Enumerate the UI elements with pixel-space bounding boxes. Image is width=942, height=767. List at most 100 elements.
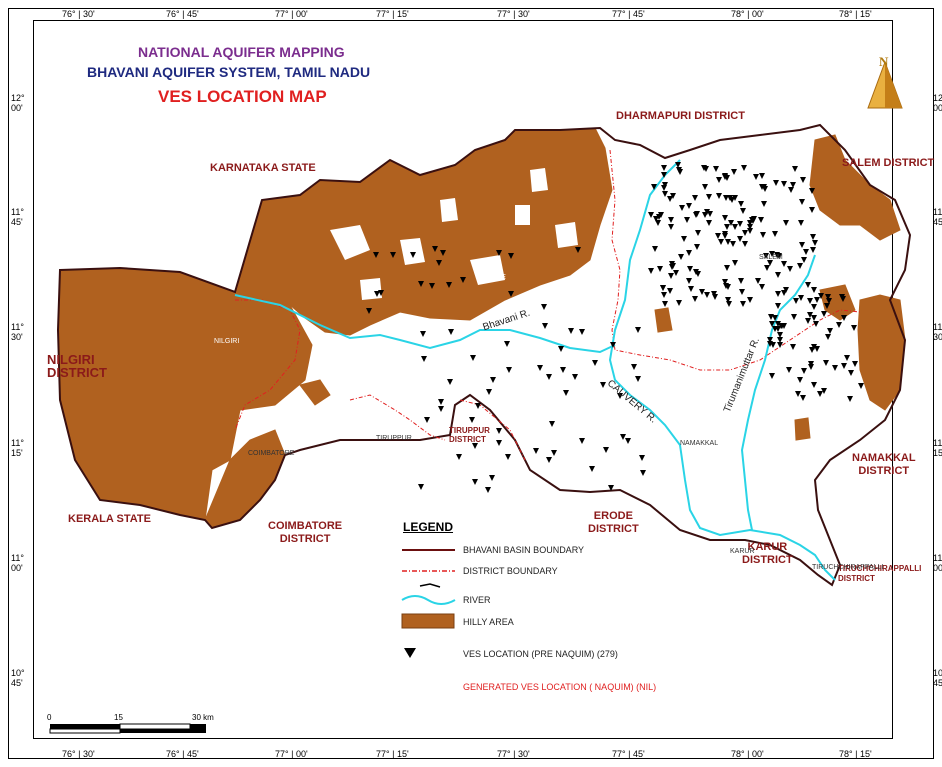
label-coimbatore-district: COIMBATORE DISTRICT (268, 520, 342, 546)
lon-tick: 77° | 15' (376, 9, 409, 19)
ves-triangle (704, 292, 710, 298)
ves-triangle (825, 334, 831, 340)
ves-triangle (786, 367, 792, 373)
ves-triangle (778, 323, 784, 329)
ves-triangle (773, 180, 779, 186)
namakkal-line1: NAMAKKAL (852, 452, 916, 464)
ves-triangle (496, 428, 502, 434)
ves-triangle (730, 241, 736, 247)
ves-triangle (759, 284, 765, 290)
ves-triangle (374, 291, 380, 297)
lon-tick: 77° | 15' (376, 749, 409, 759)
lat-tick: 11°45' (933, 207, 942, 227)
lat-tick: 11°45' (11, 207, 24, 227)
ves-triangle (821, 388, 827, 394)
ves-triangle (639, 455, 645, 461)
ves-triangle (723, 283, 729, 289)
ves-triangle (706, 220, 712, 226)
ves-triangle (438, 406, 444, 412)
scale-label-15: 15 (114, 713, 123, 722)
label-nilgiri-district: NILGIRI DISTRICT (47, 353, 107, 379)
lon-tick: 78° | 00' (731, 9, 764, 19)
ves-triangle (608, 485, 614, 491)
ves-triangle (446, 282, 452, 288)
ves-triangle (792, 166, 798, 172)
ves-triangle (826, 298, 832, 304)
ves-triangle (485, 487, 491, 493)
ves-triangle (767, 260, 773, 266)
ves-triangle (761, 201, 767, 207)
ves-triangle (742, 230, 748, 236)
ves-triangle (795, 391, 801, 397)
legend-label: BHAVANI BASIN BOUNDARY (463, 545, 585, 555)
label-tiruchirappalli-district: TIRUCHCHIRAPPALLI DISTRICT (838, 564, 921, 584)
ves-triangle (797, 377, 803, 383)
ves-triangle (673, 270, 679, 276)
ves-triangle (836, 322, 842, 328)
ves-triangle (723, 195, 729, 201)
ves-triangle (805, 318, 811, 324)
ves-triangle (801, 257, 807, 263)
ves-triangle (797, 263, 803, 269)
ves-triangle (508, 253, 514, 259)
nilgiri-line2: DISTRICT (47, 365, 107, 380)
town-namakkal: NAMAKKAL (680, 440, 719, 447)
ves-triangle (549, 421, 555, 427)
ves-triangle (840, 296, 846, 302)
ves-triangle (579, 329, 585, 335)
ves-triangle (546, 374, 552, 380)
ves-triangle (716, 177, 722, 183)
ves-triangle (787, 266, 793, 272)
ves-triangle (716, 193, 722, 199)
ves-triangle (620, 434, 626, 440)
ves-triangle (738, 201, 744, 207)
ves-triangle (817, 391, 823, 397)
ves-triangle (841, 363, 847, 369)
ves-triangle (695, 230, 701, 236)
ves-triangle (472, 443, 478, 449)
ves-triangle (747, 224, 753, 230)
ves-triangle (655, 220, 661, 226)
town-salem: SALEM (759, 254, 783, 261)
ves-triangle (421, 356, 427, 362)
ves-triangle (648, 268, 654, 274)
ves-triangle (775, 272, 781, 278)
ves-triangle (759, 173, 765, 179)
lat-tick: 11°15' (11, 438, 24, 458)
ves-triangle (728, 220, 734, 226)
ves-triangle (469, 417, 475, 423)
ves-triangle (610, 342, 616, 348)
ves-triangle (772, 231, 778, 237)
ves-triangle (558, 346, 564, 352)
lon-tick: 77° | 00' (275, 9, 308, 19)
lat-tick: 11°00' (11, 553, 24, 573)
ves-triangle (775, 303, 781, 309)
ves-triangle (470, 355, 476, 361)
ves-triangle (424, 417, 430, 423)
ves-triangle (657, 266, 663, 272)
coimbatore-line1: COIMBATORE (268, 520, 343, 532)
ves-triangle (635, 327, 641, 333)
ves-triangle (579, 438, 585, 444)
ves-triangle (810, 234, 816, 240)
legend-item-hilly: HILLY AREA (395, 615, 695, 631)
lon-tick: 77° | 45' (612, 9, 645, 19)
ves-triangle (841, 315, 847, 321)
ves-triangle (790, 182, 796, 188)
lat-tick: 10°45' (933, 668, 942, 688)
ves-triangle (496, 250, 502, 256)
ves-triangle (713, 166, 719, 172)
ves-triangle (617, 393, 623, 399)
ves-triangle (824, 303, 830, 309)
ves-triangle (813, 321, 819, 327)
ves-triangle (847, 396, 853, 402)
ves-triangle (652, 246, 658, 252)
ves-triangle (798, 220, 804, 226)
ves-triangle (825, 294, 831, 300)
ves-triangle (684, 217, 690, 223)
ves-triangle (551, 450, 557, 456)
lat-tick: 12°00' (933, 93, 942, 113)
legend: LEGEND BHAVANI BASIN BOUNDARY DISTRICT B… (395, 520, 695, 700)
ves-triangle (678, 254, 684, 260)
